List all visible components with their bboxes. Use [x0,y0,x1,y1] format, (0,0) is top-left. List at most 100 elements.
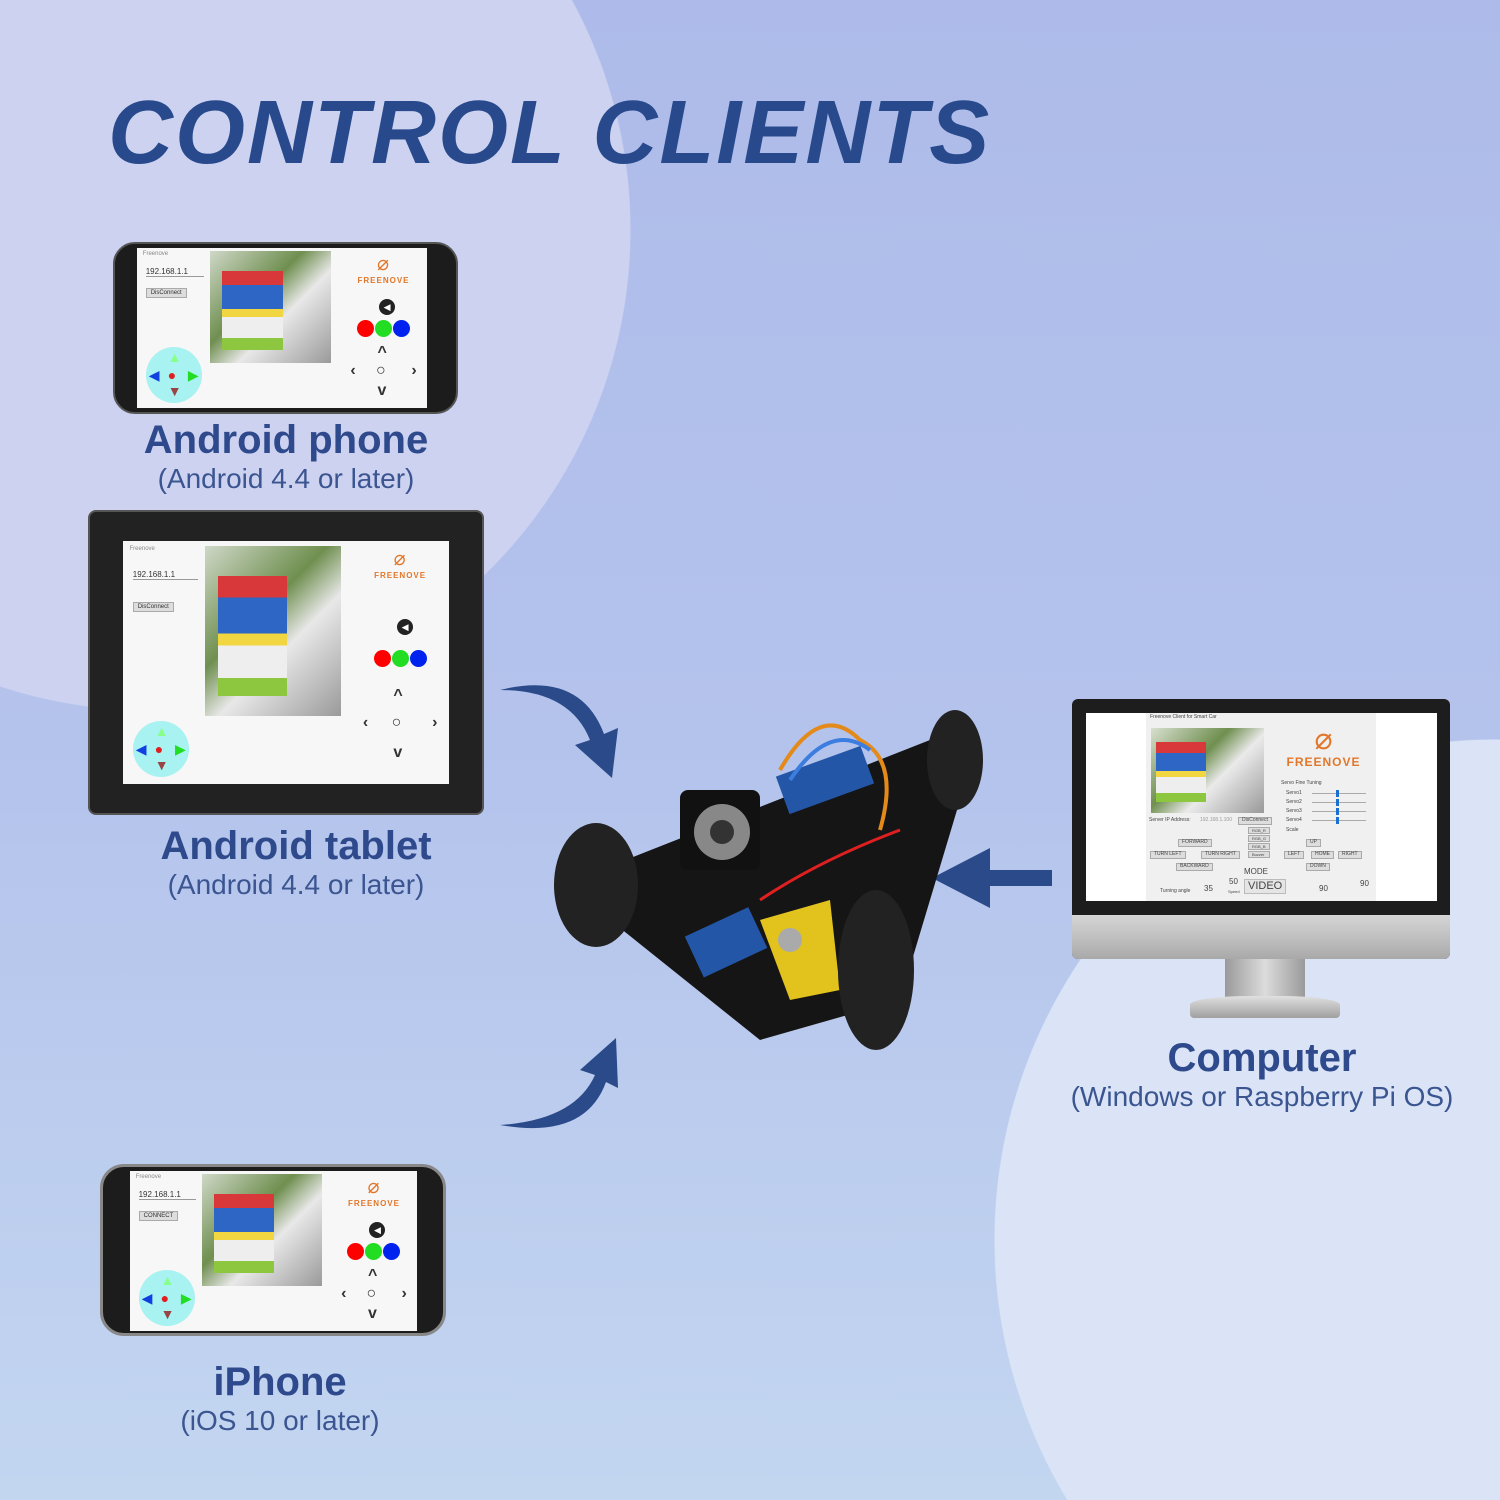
right-icon[interactable]: › [411,362,417,380]
right-icon[interactable]: › [432,714,438,732]
joystick-left-icon: ◀ [135,740,147,757]
servo-slider[interactable] [1312,790,1366,797]
turning-angle-label: Turning angle [1160,888,1191,894]
camera-image-blocks [221,271,283,350]
down-icon[interactable]: v [367,1304,377,1322]
forward-button[interactable]: FORWARD [1178,839,1212,847]
camera-image-blocks [213,1194,275,1273]
freenove-logo-mark: ⌀ [393,547,407,570]
camera-view [1151,728,1264,813]
slider-handle[interactable] [1336,790,1340,797]
camera-image-blocks [218,576,287,696]
home-icon[interactable]: ○ [391,714,402,732]
freenove-logo-mark: ⌀ [1314,723,1333,756]
camera-view [204,545,342,716]
rgb-button-0[interactable] [373,650,391,668]
up-icon[interactable]: ^ [367,1267,378,1284]
server-ip-label: Server IP Address: [1149,817,1191,823]
rgb-button[interactable]: Buzzer [1248,851,1271,858]
disconnect-button[interactable]: DisConnect [145,288,187,298]
rgb-button-1[interactable] [391,650,409,668]
servo-label: Servo3 [1286,807,1302,814]
rgb-button-2[interactable] [409,650,427,668]
speed-label: Speed [1228,889,1240,894]
mode-label: MODE [1244,867,1268,876]
disconnect-button[interactable]: DisConnect [1238,817,1272,825]
right-button[interactable]: RIGHT [1338,851,1362,859]
slider-handle[interactable] [1336,817,1340,824]
up-button[interactable]: UP [1306,839,1321,847]
rgb-button-1[interactable] [375,320,393,337]
backward-button[interactable]: BACKWARD [1176,863,1213,871]
speaker-icon[interactable]: ◀ [379,299,396,316]
computer-screen: Freenove Client for Smart Car ⌀FREENOVE … [1086,713,1437,901]
turn-left-button[interactable]: TURN LEFT [1150,851,1186,859]
home-button[interactable]: HOME [1311,851,1334,859]
rgb-button-1[interactable] [365,1243,383,1260]
home-icon[interactable]: ○ [375,362,386,380]
turn-right-button[interactable]: TURN RIGHT [1201,851,1240,859]
right-icon[interactable]: › [401,1285,407,1303]
server-ip-input[interactable]: 192.168.1.100 [1200,817,1232,823]
joystick-up-icon: ▲ [160,1272,175,1289]
left-icon[interactable]: ‹ [362,714,369,732]
rgb-button[interactable]: RGB_R [1248,827,1271,834]
app-name: Freenove [142,251,169,258]
freenove-logo: ⌀FREENOVE [337,1174,412,1208]
left-icon[interactable]: ‹ [350,362,356,380]
freenove-logo-mark: ⌀ [367,1176,381,1199]
direction-pad: ^ ‹ ○ › v [337,1267,412,1328]
servo-slider[interactable] [1312,799,1366,806]
servo-slider[interactable] [1312,808,1366,815]
left-icon[interactable]: ‹ [341,1285,347,1303]
client-requirement: (Windows or Raspberry Pi OS) [1070,1081,1454,1112]
rgb-button-0[interactable] [357,320,375,337]
servo-label: Servo1 [1286,789,1302,796]
left-button[interactable]: LEFT [1284,851,1305,859]
freenove-logo: ⌀FREENOVE [1276,723,1371,770]
connect-button[interactable]: CONNECT [138,1211,179,1221]
joystick-right-icon: ▶ [187,367,199,384]
slider-handle[interactable] [1336,799,1340,806]
camera-view [201,1174,323,1287]
client-name: iPhone [213,1360,347,1404]
arrow-tablet-to-car [500,685,618,778]
rgb-button-0[interactable] [347,1243,365,1260]
speaker-icon[interactable]: ◀ [369,1222,386,1239]
servo-title: Servo Fine Tuning [1281,780,1322,786]
android-phone-label: Android phone (Android 4.4 or later) [86,418,486,495]
joystick[interactable]: ▲◀●▶▼ [145,347,202,404]
ip-input[interactable]: 192.168.1.1 [132,570,198,581]
rgb-button[interactable]: RGB_B [1248,843,1271,850]
joystick[interactable]: ▲◀●▶▼ [132,720,189,777]
mode-video-button[interactable]: VIDEO [1244,879,1287,894]
joystick[interactable]: ▲◀●▶▼ [138,1270,195,1327]
slider-handle[interactable] [1336,808,1340,815]
logo-text: FREENOVE [347,1199,400,1209]
up-icon[interactable]: ^ [377,344,387,361]
servo-slider[interactable] [1312,817,1366,824]
rgb-button-2[interactable] [393,320,411,337]
ip-input[interactable]: 192.168.1.1 [138,1190,196,1201]
down-icon[interactable]: v [377,381,387,399]
rgb-button-2[interactable] [383,1243,401,1260]
client-requirement: (Android 4.4 or later) [157,463,415,494]
rgb-button[interactable]: RGB_G [1248,835,1271,842]
direction-pad: ^ ‹ ○ › v [346,344,421,405]
down-icon[interactable]: v [393,744,403,762]
speed-value: 50 [1229,877,1238,886]
speaker-icon[interactable]: ◀ [397,618,414,635]
home-icon[interactable]: ○ [366,1285,377,1303]
up-icon[interactable]: ^ [393,686,403,704]
disconnect-button[interactable]: DisConnect [132,601,174,612]
ip-input[interactable]: 192.168.1.1 [145,267,204,278]
down-button[interactable]: DOWN [1306,863,1330,871]
monitor-stand [1225,959,1305,999]
